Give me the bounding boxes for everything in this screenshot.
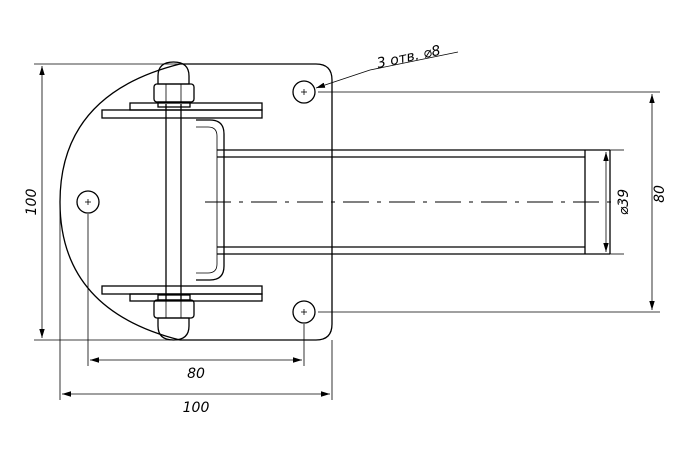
dimension-plate-width: 100: [59, 202, 333, 416]
dimension-holes-horizontal: 80: [87, 214, 305, 382]
bolt-shaft: [165, 104, 182, 300]
dim-holes-horizontal-label: 80: [187, 366, 205, 382]
dim-holes-vertical-label: 80: [652, 185, 668, 203]
mounting-hole-left: [76, 190, 100, 214]
mounting-hole-top: [292, 80, 316, 104]
holes-note: 3 отв. ⌀8: [315, 43, 459, 89]
dim-plate-height-label: 100: [24, 189, 40, 216]
dimension-pipe-diameter: ⌀39: [603, 149, 632, 255]
cap-nut-bottom: [153, 294, 195, 341]
u-bracket: [196, 119, 225, 281]
mounting-hole-bottom: [292, 300, 316, 324]
pipe: [217, 149, 611, 255]
clamp-plate-top-upper: [129, 102, 263, 111]
clamp-plate-top: [101, 109, 263, 119]
mounting-plate: [59, 63, 333, 341]
clamp-plate-bottom: [101, 285, 263, 295]
cap-nut-top: [153, 61, 195, 108]
dimension-plate-height: 100: [24, 63, 180, 341]
holes-note-label: 3 отв. ⌀8: [376, 43, 443, 72]
dimension-holes-vertical: 80: [318, 91, 668, 313]
dim-plate-width-label: 100: [183, 400, 210, 416]
clamp-plate-bottom-lower: [129, 293, 263, 302]
dim-pipe-diameter-label: ⌀39: [616, 189, 632, 215]
